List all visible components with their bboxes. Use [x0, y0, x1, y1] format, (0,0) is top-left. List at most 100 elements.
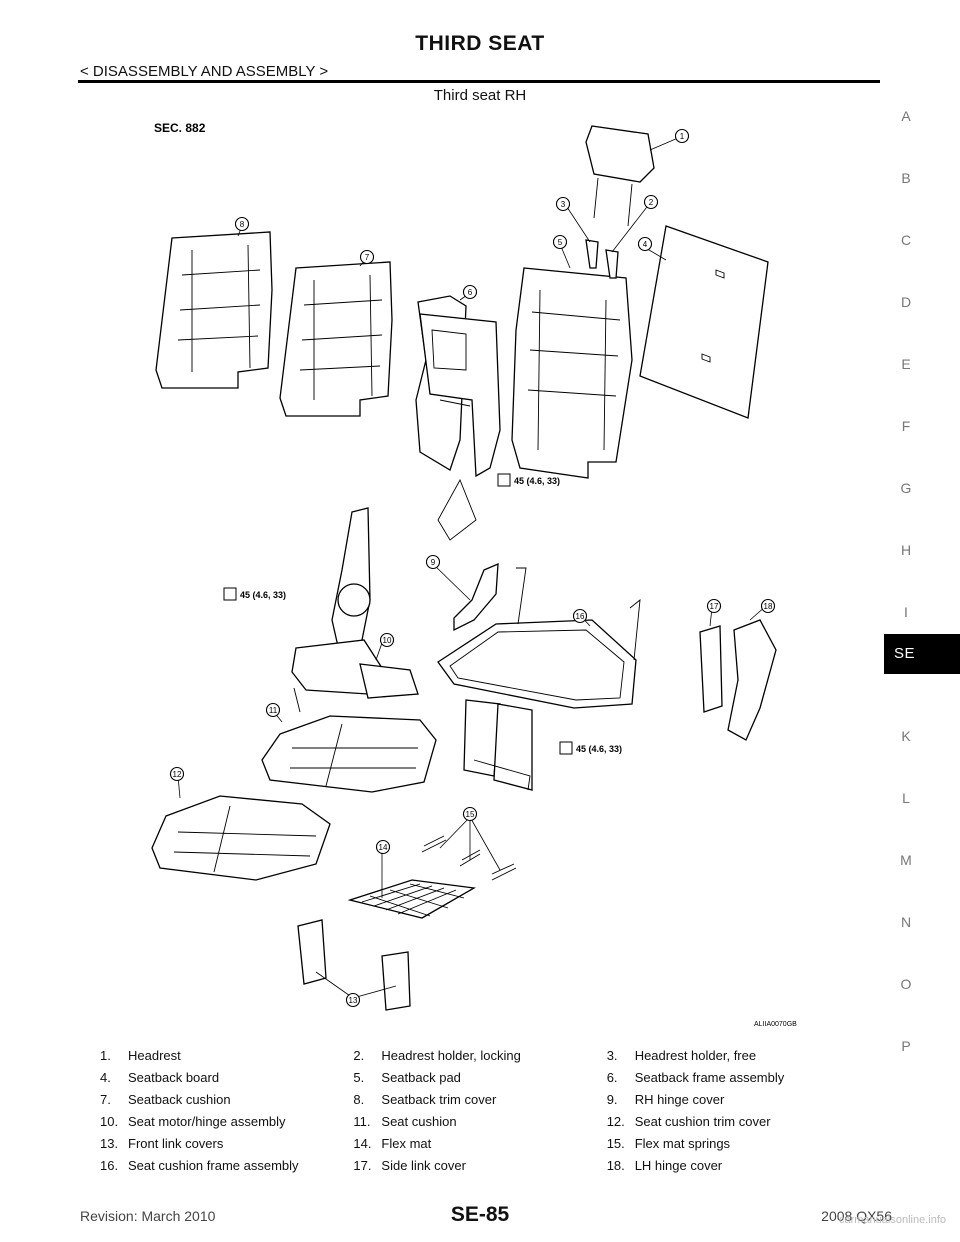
parts-legend: 1.Headrest 2.Headrest holder, locking 3.… — [100, 1044, 860, 1176]
svg-text:10: 10 — [383, 636, 392, 645]
side-index-m[interactable]: M — [900, 852, 912, 868]
flex-mat-drawing — [347, 879, 476, 919]
svg-text:4: 4 — [643, 240, 648, 249]
part-name: Side link cover — [381, 1157, 466, 1173]
svg-text:3: 3 — [561, 200, 566, 209]
callout-13: 13 — [345, 992, 361, 1008]
part-name: Flex mat — [381, 1135, 432, 1151]
part-name: Seat cushion trim cover — [634, 1113, 771, 1129]
torque-value-2: 45 (4.6, 33) — [240, 590, 286, 600]
callout-18: 18 — [760, 598, 776, 614]
side-index-b[interactable]: B — [901, 170, 911, 186]
side-index-l[interactable]: L — [902, 790, 910, 806]
callout-6: 6 — [462, 284, 478, 300]
headrest-drawing — [585, 125, 655, 227]
footer-page-number: SE-85 — [450, 1203, 510, 1226]
exploded-diagram: SEC. 882 — [120, 100, 820, 1040]
callout-2: 2 — [643, 194, 659, 210]
svg-text:15: 15 — [466, 810, 475, 819]
side-index-h[interactable]: H — [900, 542, 912, 558]
diagram-svg: SEC. 882 — [151, 121, 797, 1028]
svg-text:11: 11 — [269, 706, 278, 715]
svg-text:8: 8 — [240, 220, 245, 229]
torque-value-1: 45 (4.6, 33) — [514, 476, 560, 486]
part-name: Seatback frame assembly — [634, 1069, 785, 1085]
seatback-trim-cover-drawing — [155, 231, 273, 389]
part-number: 4. — [100, 1069, 111, 1085]
side-index-c[interactable]: C — [900, 232, 912, 248]
seatback-frame-drawing — [415, 295, 501, 541]
callout-5: 5 — [552, 234, 568, 250]
side-index-d[interactable]: D — [900, 294, 912, 310]
side-index-a[interactable]: A — [901, 108, 911, 124]
footer-revision: Revision: March 2010 — [80, 1208, 216, 1224]
part-number: 1. — [100, 1047, 111, 1063]
part-name: RH hinge cover — [634, 1091, 725, 1107]
part-name: Seatback board — [128, 1069, 220, 1085]
callout-8: 8 — [234, 216, 250, 232]
side-index-f[interactable]: F — [901, 418, 911, 434]
torque-value-3: 45 (4.6, 33) — [576, 744, 622, 754]
callout-16: 16 — [572, 608, 588, 624]
watermark: carmanualsonline.info — [838, 1214, 946, 1226]
svg-text:14: 14 — [379, 843, 388, 852]
part-name: Front link covers — [128, 1135, 224, 1151]
side-index-o[interactable]: O — [900, 976, 912, 992]
svg-text:17: 17 — [710, 602, 719, 611]
callout-12: 12 — [169, 766, 185, 782]
svg-text:6: 6 — [468, 288, 473, 297]
callout-7: 7 — [359, 249, 375, 265]
seat-cushion-frame-drawing — [437, 567, 641, 791]
torque-wrench-icon — [223, 587, 237, 601]
svg-text:13: 13 — [349, 996, 358, 1005]
side-index-g[interactable]: G — [900, 480, 912, 496]
flex-mat-springs-drawing — [421, 835, 517, 881]
part-name: Seatback cushion — [128, 1091, 231, 1107]
part-number: 12. — [606, 1113, 625, 1129]
part-number: 18. — [606, 1157, 625, 1173]
side-index-active-tab[interactable]: SE — [884, 634, 960, 674]
table-row: 10.Seat motor/hinge assembly 11.Seat cus… — [100, 1110, 860, 1132]
callout-11: 11 — [265, 702, 281, 718]
svg-text:7: 7 — [365, 253, 370, 262]
headrest-holder-free-drawing — [585, 239, 599, 269]
front-link-cover-right-drawing — [381, 951, 411, 1011]
side-index-i[interactable]: I — [904, 604, 908, 620]
part-number: 10. — [100, 1113, 119, 1129]
footer-model: 2008 QX56 — [821, 1208, 892, 1224]
svg-text:2: 2 — [649, 198, 654, 207]
table-row: 16.Seat cushion frame assembly 17.Side l… — [100, 1154, 860, 1176]
part-number: 2. — [353, 1047, 365, 1063]
side-index-n[interactable]: N — [900, 914, 912, 930]
part-number: 16. — [100, 1157, 119, 1173]
side-index-e[interactable]: E — [901, 356, 911, 372]
side-link-cover-drawing — [699, 625, 723, 713]
callout-9: 9 — [425, 554, 441, 570]
side-index-p[interactable]: P — [901, 1038, 911, 1054]
part-number: 5. — [353, 1069, 365, 1085]
side-index-k[interactable]: K — [901, 728, 911, 744]
svg-text:18: 18 — [764, 602, 773, 611]
torque-callout-2: 45 (4.6, 33) — [223, 587, 286, 601]
svg-text:9: 9 — [431, 558, 436, 567]
part-name: Headrest — [128, 1047, 181, 1063]
headrest-holder-locking-drawing — [605, 249, 619, 279]
table-row: 13.Front link covers 14.Flex mat 15.Flex… — [100, 1132, 860, 1154]
part-name: Seatback pad — [381, 1069, 461, 1085]
table-row: 7.Seatback cushion 8.Seatback trim cover… — [100, 1088, 860, 1110]
part-name: Seat motor/hinge assembly — [128, 1113, 286, 1129]
svg-text:12: 12 — [173, 770, 182, 779]
svg-text:5: 5 — [558, 238, 563, 247]
part-number: 13. — [100, 1135, 119, 1151]
seat-cushion-trim-cover-drawing — [151, 795, 331, 881]
svg-text:16: 16 — [576, 612, 585, 621]
seatback-board-drawing — [639, 225, 769, 419]
torque-callout-1: 45 (4.6, 33) — [497, 473, 560, 487]
side-index: A B C D E F G H I K L M N O P — [884, 100, 960, 1100]
seatback-cushion-drawing — [279, 261, 393, 417]
torque-callout-3: 45 (4.6, 33) — [559, 741, 622, 755]
callout-17: 17 — [706, 598, 722, 614]
callout-15: 15 — [462, 806, 478, 822]
part-number: 7. — [100, 1091, 111, 1107]
part-name: Flex mat springs — [634, 1135, 731, 1151]
